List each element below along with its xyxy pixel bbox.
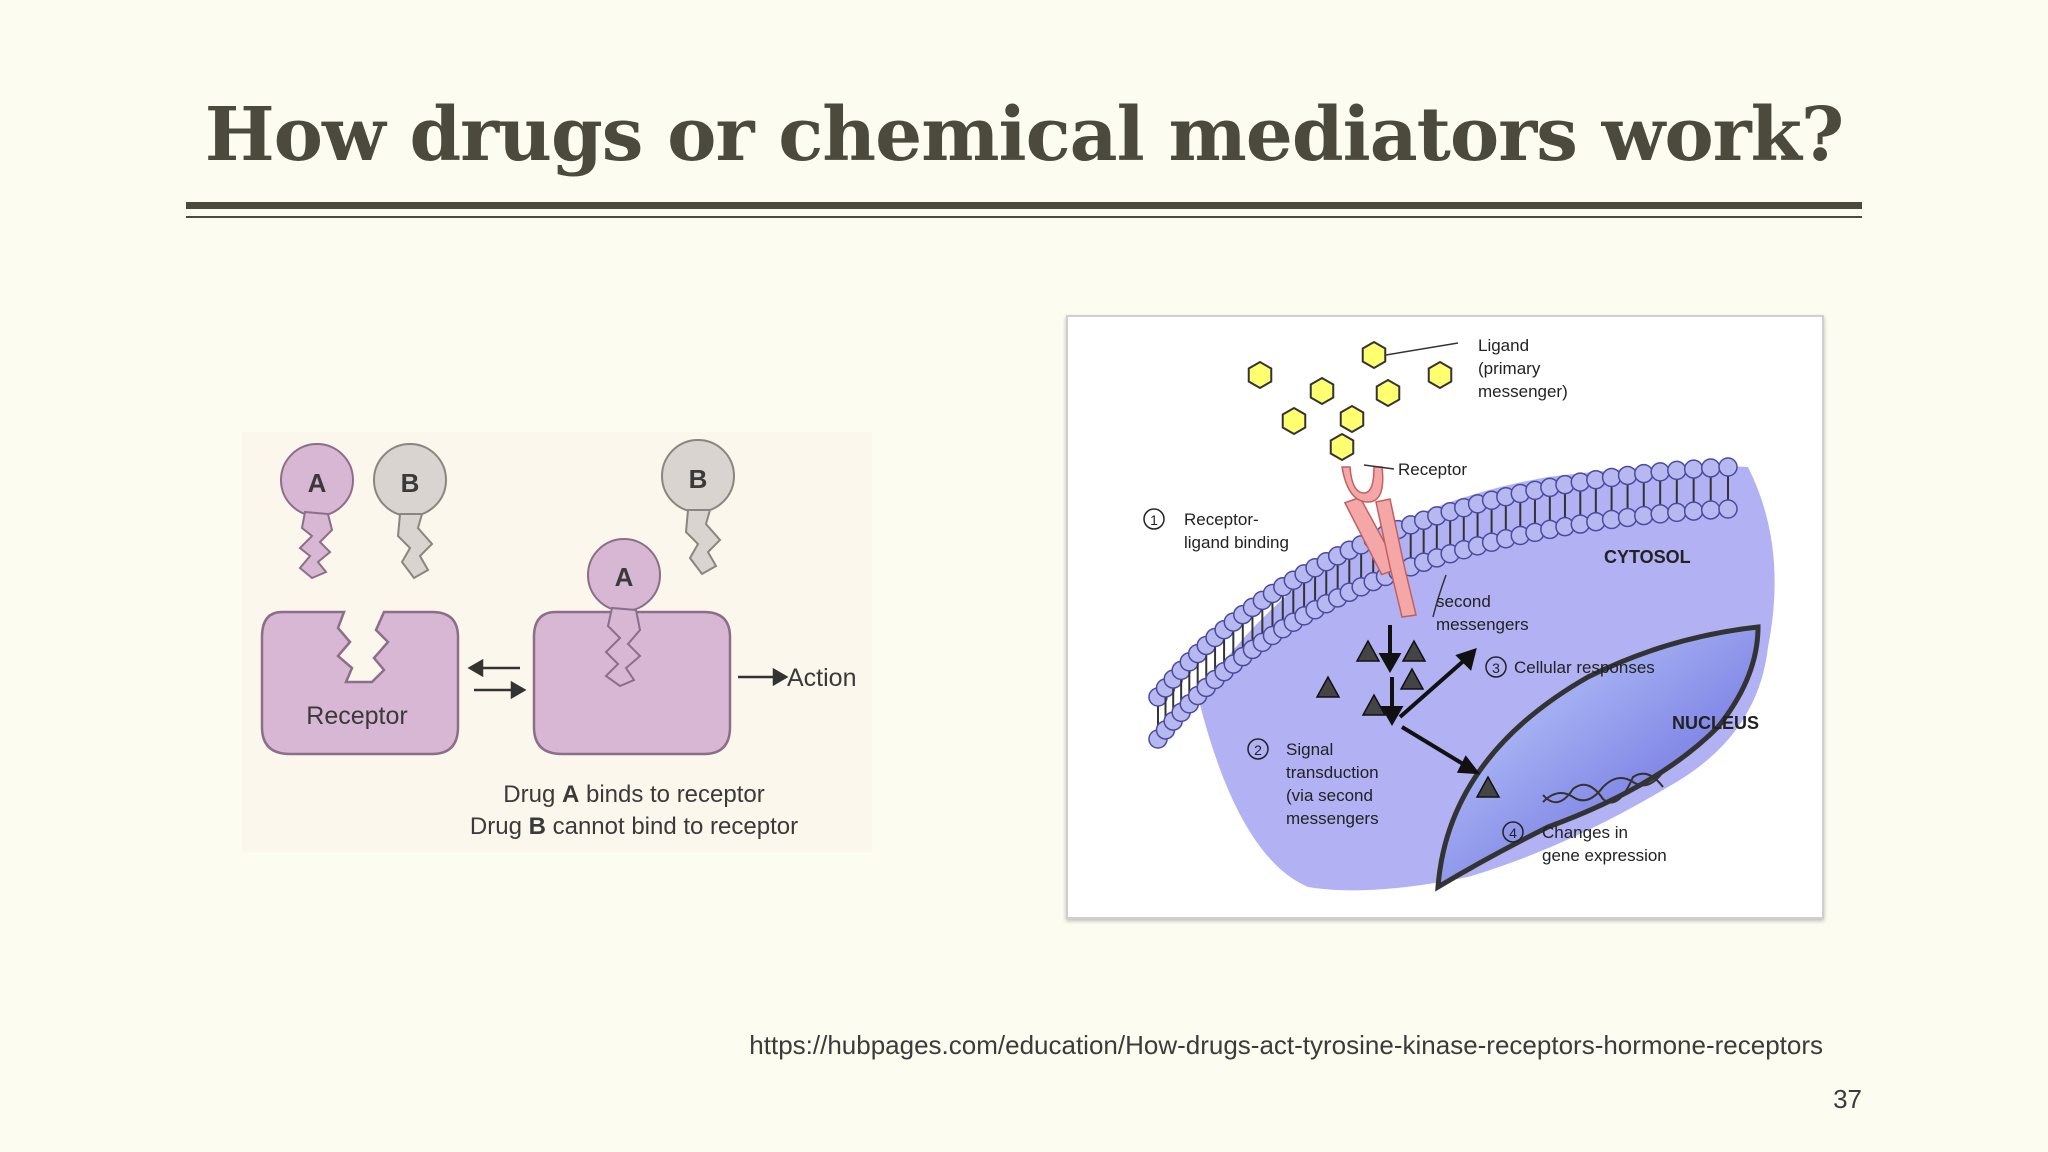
lipid-head-inner bbox=[1683, 501, 1704, 521]
ligand-label-2: (primary bbox=[1478, 359, 1541, 378]
lipid-head-outer bbox=[1667, 460, 1687, 481]
lipid-head-outer bbox=[1718, 457, 1738, 477]
lipid-head-inner bbox=[1718, 499, 1738, 519]
caption-line-1: Drug A binds to receptor bbox=[503, 781, 764, 808]
ligand-hexagon bbox=[1427, 360, 1453, 390]
ligand-molecules bbox=[1247, 340, 1453, 462]
nucleus-label: NUCLEUS bbox=[1672, 713, 1759, 733]
step-2-line-2: transduction bbox=[1286, 763, 1379, 782]
signal-transduction-diagram: Ligand (primary messenger) Receptor 1 Re… bbox=[1143, 336, 1775, 892]
ligand-pointer-line bbox=[1385, 342, 1459, 356]
drug-receptor-binding-diagram: A B Receptor A B Action Drug A binds to … bbox=[242, 432, 872, 852]
cell-membrane bbox=[1148, 457, 1738, 749]
title-underline-thick bbox=[186, 202, 1862, 209]
second-messengers-line-2: messengers bbox=[1436, 615, 1529, 634]
step-3-number: 3 bbox=[1492, 660, 1500, 676]
caption-line-2: Drug B cannot bind to receptor bbox=[470, 813, 798, 840]
ligand-hexagon bbox=[1309, 376, 1335, 406]
source-url[interactable]: https://hubpages.com/education/How-drugs… bbox=[749, 1030, 1823, 1060]
step-2-line-3: (via second bbox=[1286, 786, 1373, 805]
step-1-marker bbox=[1143, 508, 1165, 530]
second-messengers-line-1: second bbox=[1436, 592, 1491, 611]
drug-b-label: B bbox=[401, 468, 420, 498]
step-2-number: 2 bbox=[1254, 742, 1262, 758]
second-messenger-triangle bbox=[1401, 639, 1427, 662]
signal-transduction-figure-frame: Ligand (primary messenger) Receptor 1 Re… bbox=[1066, 315, 1824, 919]
step-3-label: Cellular responses bbox=[1514, 658, 1655, 677]
lipid-head-outer bbox=[1700, 458, 1721, 478]
ligand-hexagon bbox=[1329, 432, 1355, 462]
step-4-marker bbox=[1502, 821, 1524, 843]
lipid-head-inner bbox=[1650, 504, 1670, 524]
step-1-line-2: ligand binding bbox=[1184, 533, 1289, 552]
drug-b-key-unbound: B bbox=[661, 439, 735, 576]
ligand-hexagon bbox=[1361, 340, 1387, 370]
step-4-line-1: Changes in bbox=[1542, 823, 1628, 842]
step-2-line-1: Signal bbox=[1286, 740, 1333, 759]
second-messenger-triangle bbox=[1315, 675, 1341, 698]
dna-icon bbox=[1542, 771, 1664, 804]
ligand-hexagon bbox=[1375, 378, 1401, 408]
lipid-head-inner bbox=[1634, 505, 1654, 526]
lipid-head-outer bbox=[1617, 465, 1638, 486]
ligand-hexagon bbox=[1247, 360, 1273, 390]
drug-b-key: B bbox=[373, 443, 447, 580]
ligand-label-1: Ligand bbox=[1478, 336, 1529, 355]
ligand-hexagon bbox=[1339, 404, 1365, 434]
second-messenger-triangle bbox=[1355, 639, 1381, 662]
drug-b-label-2: B bbox=[689, 464, 708, 494]
receptor-label: Receptor bbox=[306, 702, 407, 730]
receptor-label-right: Receptor bbox=[1398, 460, 1467, 479]
step-2-line-4: messengers bbox=[1286, 809, 1379, 828]
receptor-protein bbox=[1341, 466, 1417, 618]
lipid-head-inner bbox=[1667, 502, 1687, 523]
lipid-head-outer bbox=[1601, 467, 1622, 488]
signal-arrows bbox=[1378, 625, 1481, 775]
receptor-empty: Receptor bbox=[260, 610, 460, 756]
step-1-number: 1 bbox=[1150, 512, 1158, 528]
lipid-head-outer bbox=[1634, 463, 1654, 484]
receptor-with-drug-a: A bbox=[532, 538, 732, 756]
action-arrow bbox=[738, 667, 789, 687]
step-4-line-2: gene expression bbox=[1542, 846, 1667, 865]
slide-title: How drugs or chemical mediators work? bbox=[204, 92, 1845, 178]
title-underline-thin bbox=[186, 216, 1862, 218]
second-messenger-molecules bbox=[1315, 639, 1501, 798]
ligand-hexagon bbox=[1281, 406, 1307, 436]
equilibrium-arrows bbox=[467, 658, 527, 700]
lipid-head-outer bbox=[1683, 459, 1704, 479]
receptor-pointer-line bbox=[1363, 464, 1395, 470]
second-messenger-triangle bbox=[1399, 667, 1425, 690]
lipid-head-inner bbox=[1700, 500, 1721, 520]
lipid-head-outer bbox=[1650, 462, 1670, 482]
ligand-label-3: messenger) bbox=[1478, 382, 1568, 401]
second-messenger-triangle bbox=[1361, 693, 1387, 716]
bound-drug-a-label: A bbox=[615, 562, 634, 592]
drug-a-key: A bbox=[280, 443, 354, 580]
page-number: 37 bbox=[1833, 1084, 1862, 1114]
lipid-head-inner bbox=[1617, 507, 1638, 528]
step-2-marker bbox=[1247, 738, 1269, 760]
cytosol-label: CYTOSOL bbox=[1604, 547, 1691, 567]
action-label: Action bbox=[787, 664, 856, 692]
nucleus-region bbox=[1435, 624, 1761, 892]
drug-a-label: A bbox=[308, 468, 327, 498]
second-messenger-triangle bbox=[1475, 775, 1501, 798]
step-4-number: 4 bbox=[1509, 825, 1517, 841]
lipid-head-inner bbox=[1601, 509, 1622, 530]
step-1-line-1: Receptor- bbox=[1184, 510, 1259, 529]
step-3-marker bbox=[1485, 656, 1507, 678]
messenger-pointer-line bbox=[1432, 574, 1447, 618]
